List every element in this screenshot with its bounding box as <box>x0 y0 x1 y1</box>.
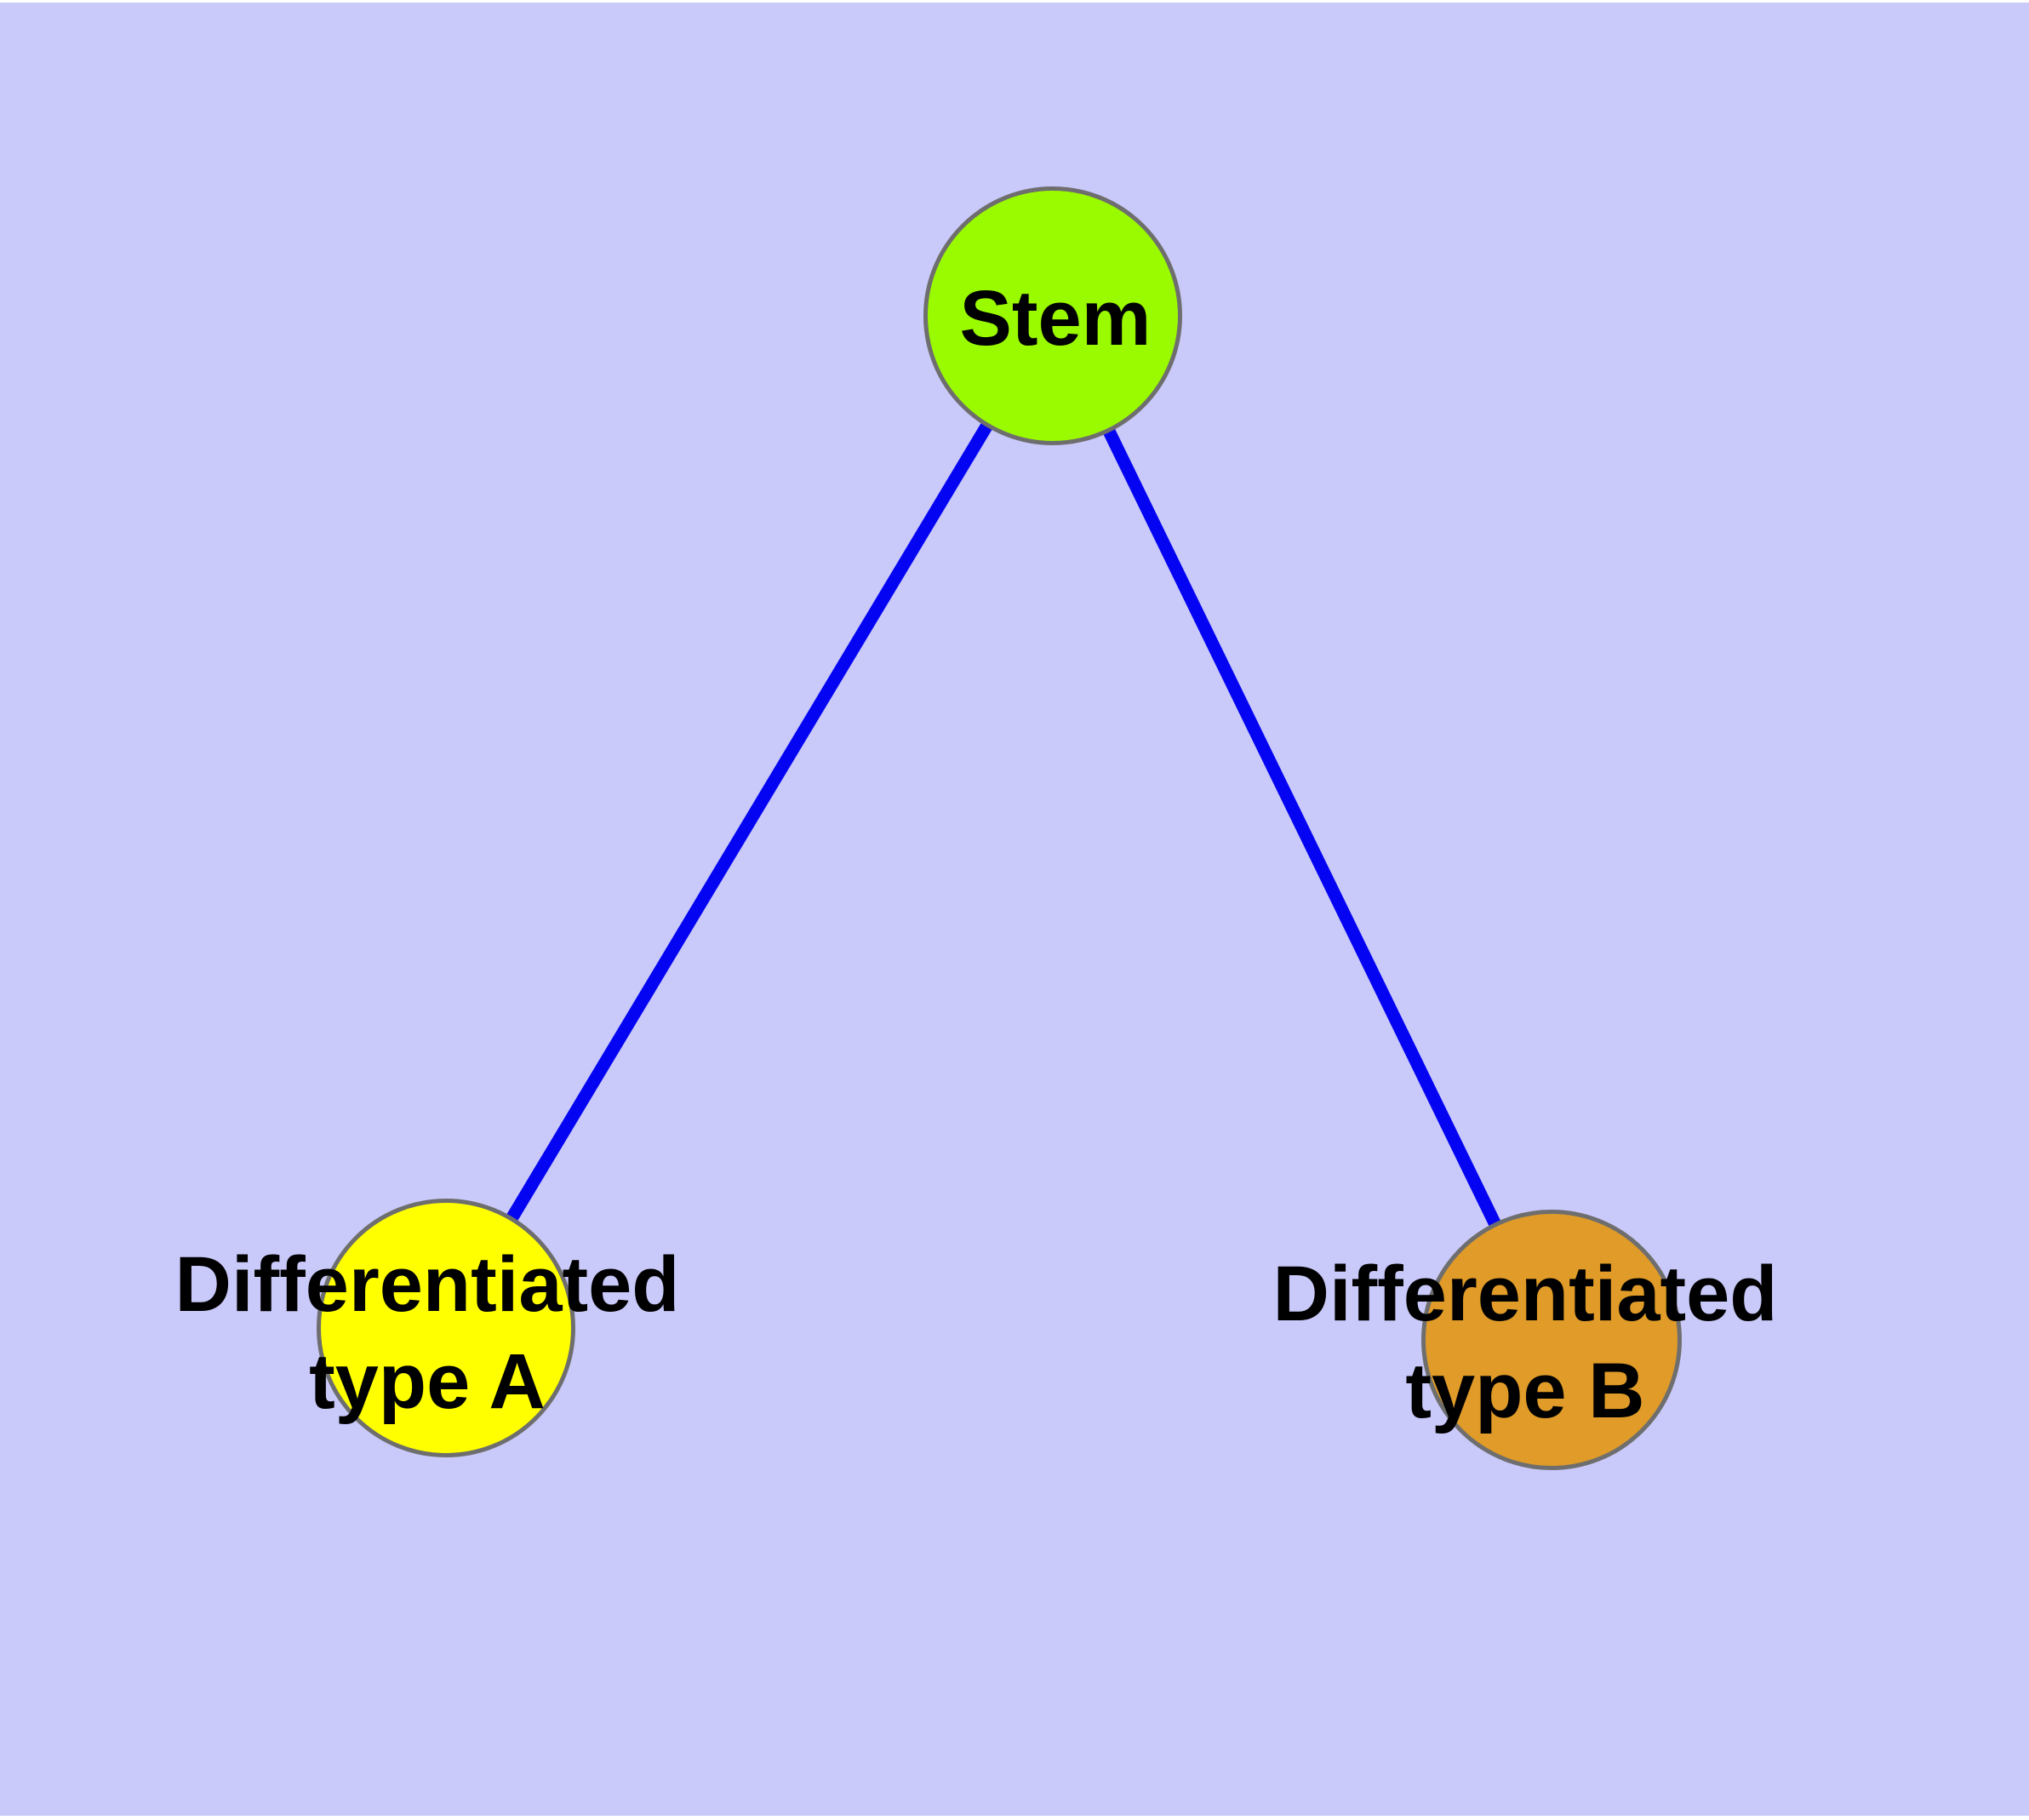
node-label-differentiated-type-b: Differentiated type B <box>1272 1251 1778 1434</box>
edge-stem-to-differentiated-type-a <box>440 312 1059 1331</box>
node-label-differentiated-type-a: Differentiated type A <box>174 1241 680 1425</box>
edge-stem-to-differentiated-type-b <box>1047 312 1557 1343</box>
node-differentiated-type-a <box>317 1199 575 1457</box>
node-stem <box>923 186 1182 445</box>
node-label-stem: Stem <box>959 275 1152 362</box>
node-differentiated-type-b <box>1421 1210 1682 1470</box>
